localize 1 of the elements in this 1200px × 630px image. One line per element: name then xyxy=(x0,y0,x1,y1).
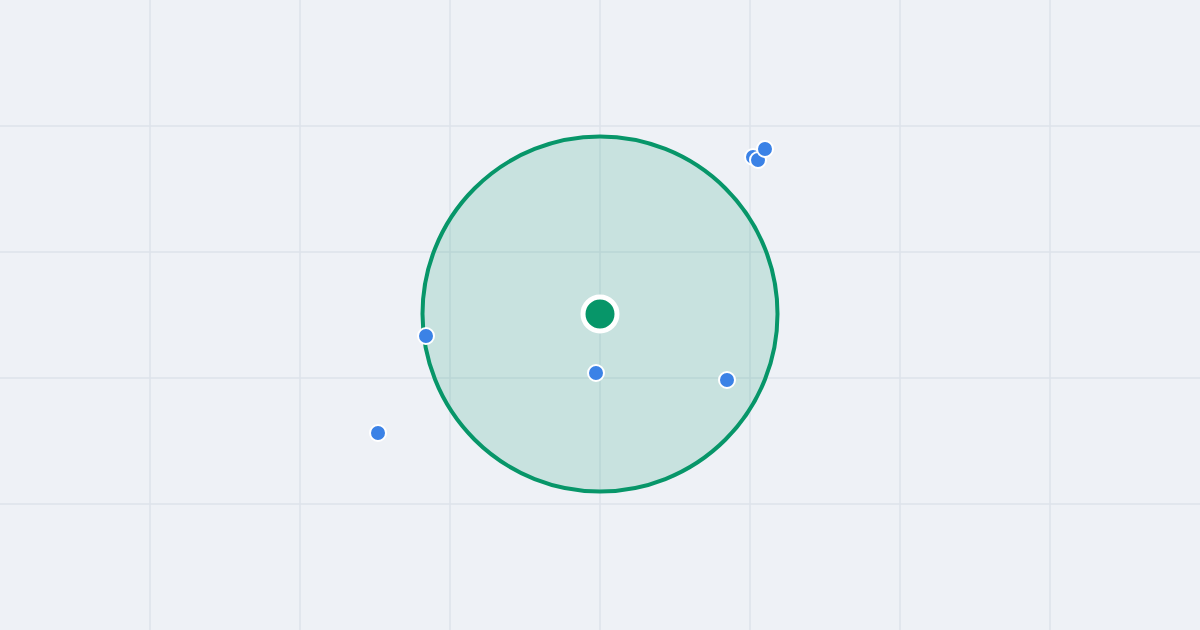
geofence-circle xyxy=(420,134,780,494)
